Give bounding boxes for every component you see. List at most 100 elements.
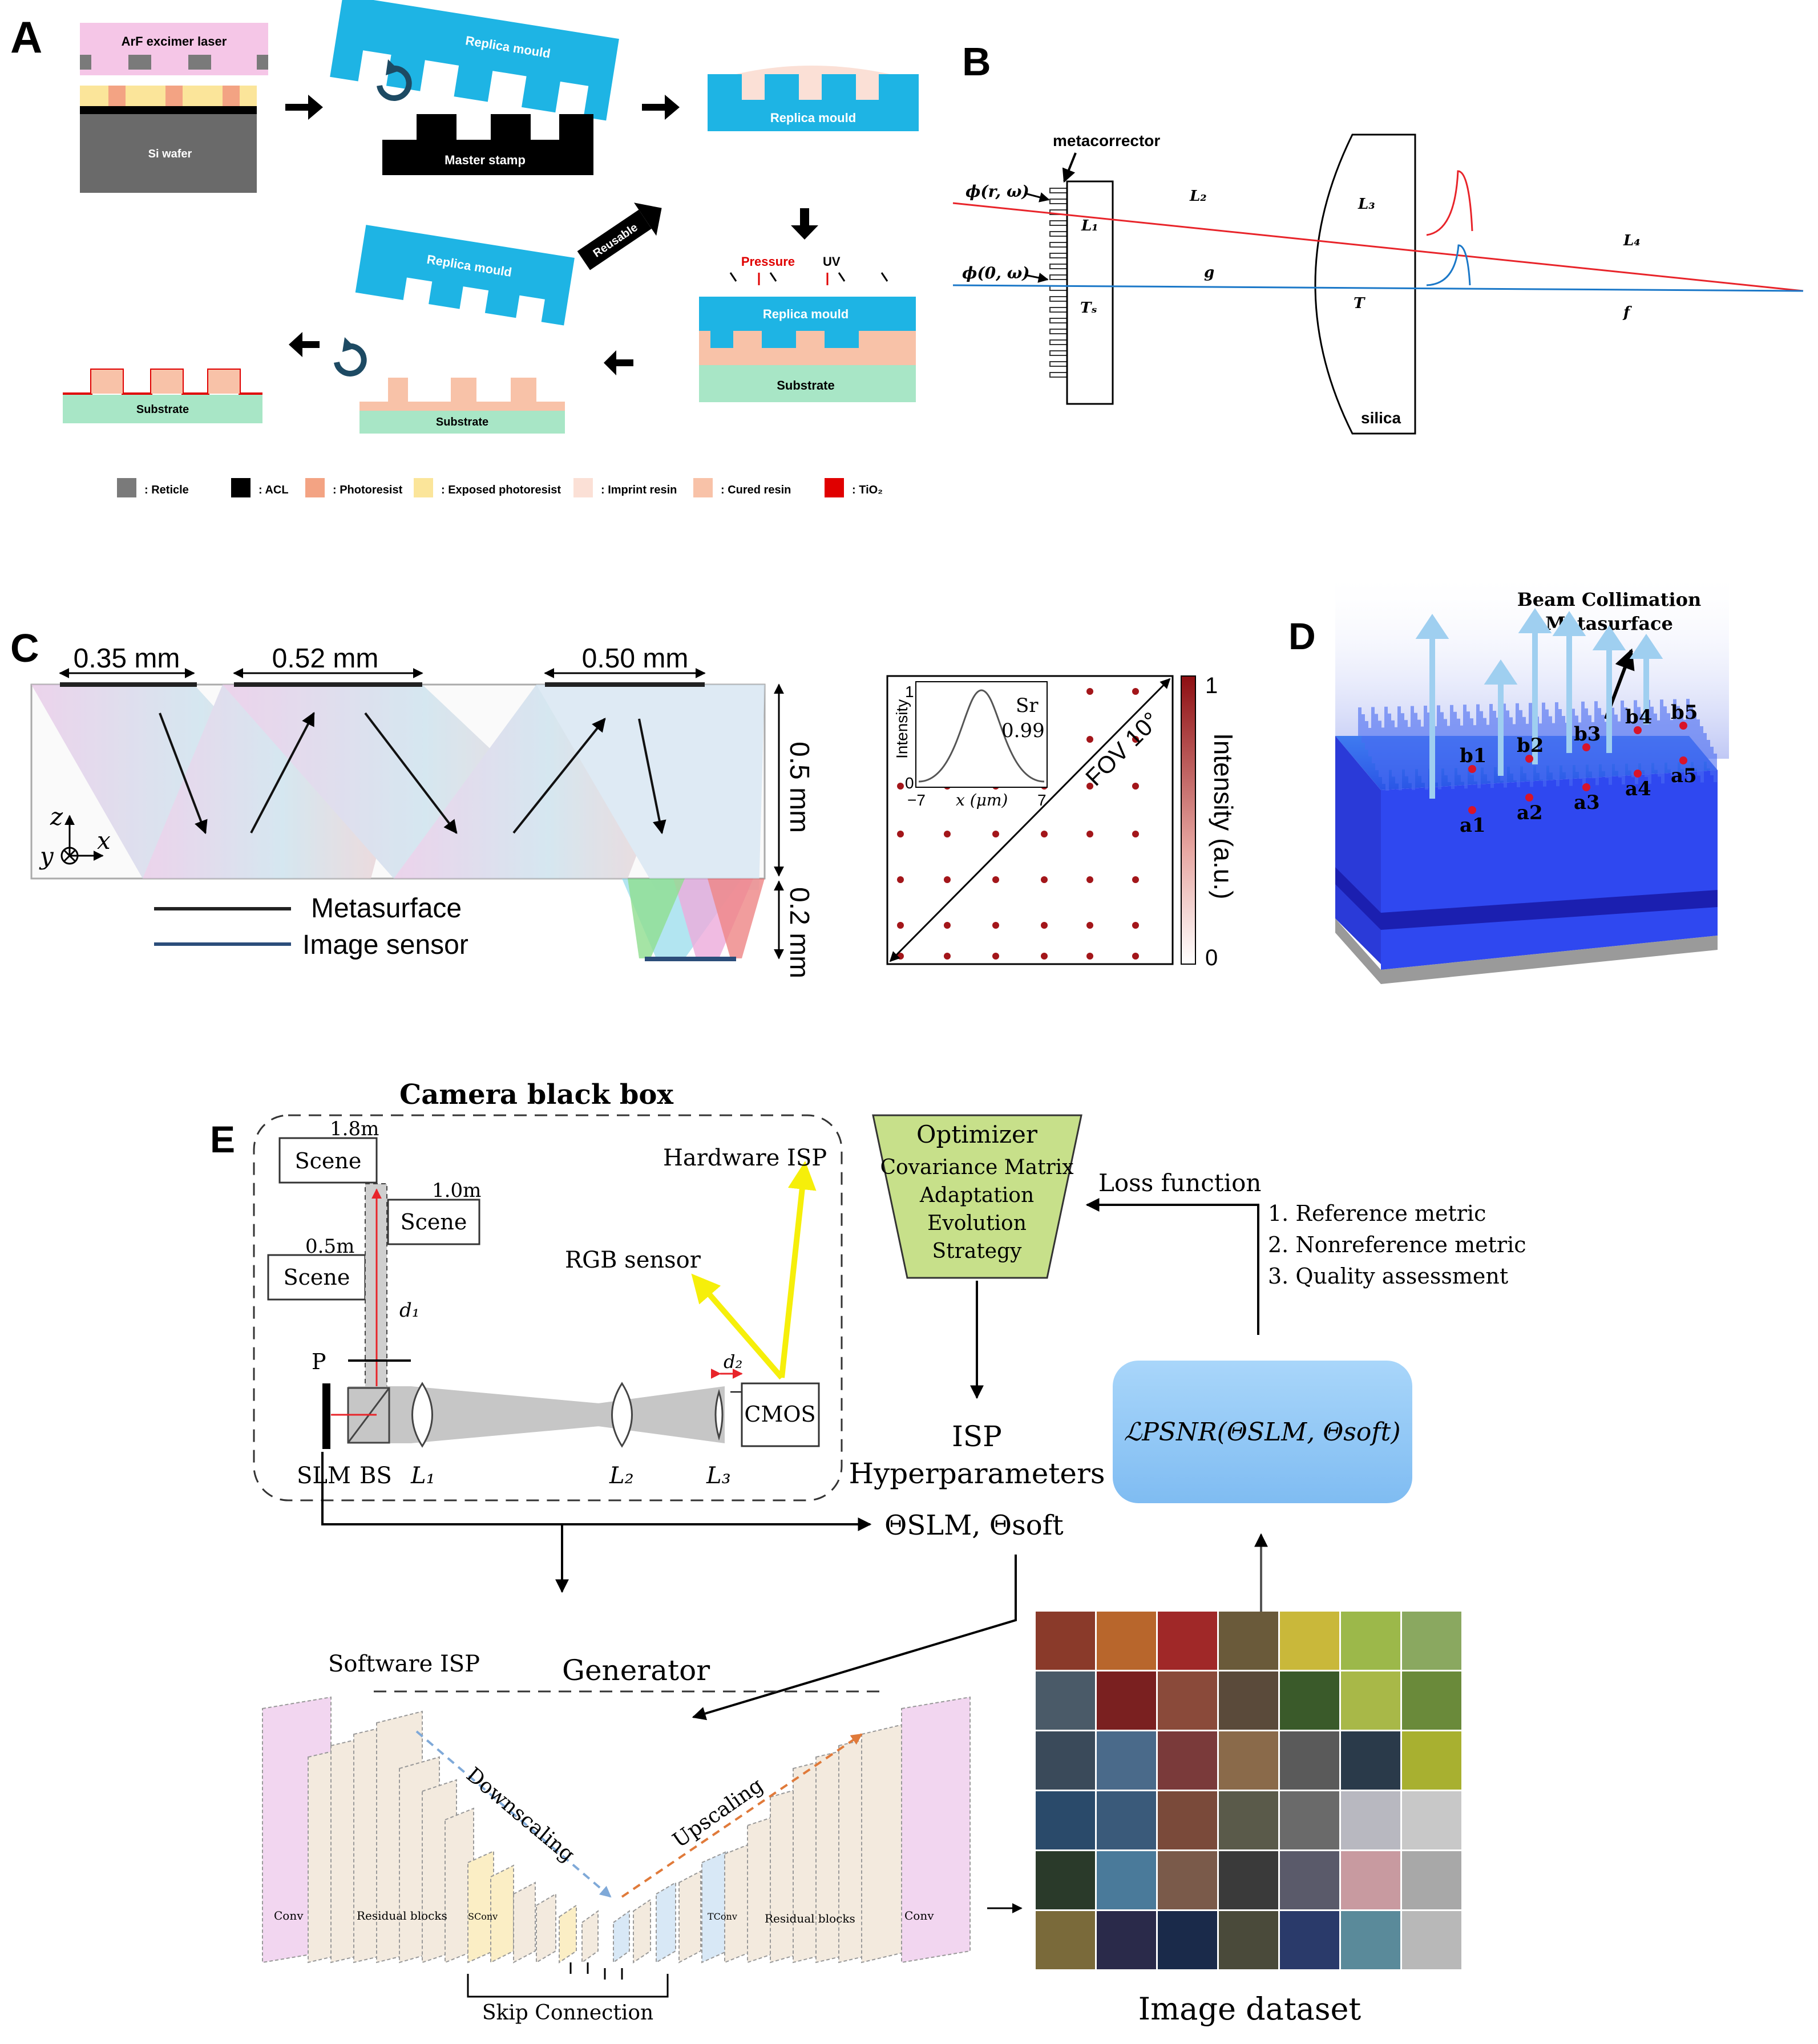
- loss-function-label: Loss function: [1098, 1169, 1261, 1197]
- unet-layer: [901, 1696, 971, 1964]
- d-title-1: Beam Collimation: [1517, 589, 1702, 610]
- point-a: [1582, 783, 1590, 791]
- red-pulse: [1426, 170, 1473, 236]
- axis-z-label: z: [50, 803, 63, 831]
- dataset-thumbnail: [1341, 1791, 1400, 1849]
- colorbar-max: 1: [1205, 673, 1218, 698]
- panel-d-letter: D: [1288, 615, 1316, 657]
- spot: [897, 876, 904, 883]
- point-b: [1582, 743, 1590, 751]
- spot: [1086, 953, 1093, 960]
- legend-label: : Reticle: [144, 484, 189, 496]
- scene-mid-label: Scene: [401, 1209, 467, 1235]
- dataset-thumbnail: [1097, 1731, 1156, 1790]
- dataset-thumbnail: [1036, 1671, 1095, 1730]
- replica-right-label: Replica mould: [770, 111, 856, 125]
- sr-value: 0.99: [1001, 719, 1045, 742]
- collimated-beams: [1415, 608, 1663, 799]
- axial-ray: [952, 284, 1804, 292]
- spot: [1132, 922, 1139, 929]
- lens-l2-icon: [611, 1382, 633, 1448]
- panel-e-letter: E: [210, 1118, 235, 1160]
- legend-swatch: [117, 478, 136, 497]
- dataset-thumbnail: [1219, 1791, 1278, 1849]
- lithography-stack: ArF excimer laser Si wafer: [80, 23, 268, 193]
- dataset-thumbnail: [1158, 1671, 1217, 1730]
- dataset-thumbnail: [1158, 1791, 1217, 1849]
- unet-layer: [656, 1881, 676, 1964]
- optimizer-line-3: Evolution: [927, 1212, 1027, 1235]
- point-a: [1679, 756, 1687, 764]
- b-ts-label: Tₛ: [1080, 299, 1097, 317]
- point-a-label: a4: [1625, 778, 1651, 800]
- axis-x-label: x: [97, 827, 111, 855]
- arrow-down-icon: [791, 208, 818, 240]
- loss-formula: ℒPSNR(ΘSLM, Θsoft): [1124, 1418, 1401, 1447]
- tconv-label: TConv: [708, 1911, 737, 1922]
- master-stamp-label: Master stamp: [445, 153, 526, 167]
- point-b: [1634, 726, 1642, 734]
- dataset-thumbnail: [1036, 1731, 1095, 1790]
- substrate-press-label: Substrate: [777, 378, 834, 392]
- scene-near-label: Scene: [284, 1265, 350, 1290]
- dataset-thumbnail: [1280, 1851, 1339, 1909]
- unet-layer: [678, 1870, 701, 1964]
- b-l1-label: L₁: [1081, 217, 1098, 234]
- ray-bundles: [31, 685, 765, 958]
- dist-05: 0.5m: [305, 1235, 354, 1258]
- colorbar-label: Intensity (a.u.): [1209, 733, 1238, 899]
- master-stamp: Master stamp: [382, 114, 593, 175]
- dataset-thumbnail: [1341, 1731, 1400, 1790]
- spot: [1132, 688, 1139, 695]
- arrow-a1-icon: [285, 95, 323, 120]
- dataset-thumbnail: [1341, 1851, 1400, 1909]
- wafer-label: Si wafer: [148, 148, 192, 160]
- sr-label: Sr: [1016, 694, 1039, 717]
- phi-0-label: ϕ(0, ω): [962, 264, 1030, 282]
- rgb-sensor-label: RGB sensor: [565, 1247, 701, 1273]
- point-b-label: b3: [1574, 723, 1601, 746]
- camera-black-box: [253, 1114, 843, 1501]
- spot: [944, 953, 951, 960]
- dataset-thumbnail: [1097, 1612, 1156, 1670]
- dataset-thumbnail: [1097, 1791, 1156, 1849]
- inset-plot: [915, 681, 1048, 788]
- spot: [897, 831, 904, 837]
- software-isp-label: Software ISP: [328, 1651, 480, 1677]
- point-b-label: b4: [1625, 706, 1652, 728]
- dim3-label: 0.50 mm: [582, 643, 689, 674]
- generator-label: Generator: [562, 1654, 710, 1687]
- spot: [1086, 831, 1093, 837]
- optimizer-line-1: Covariance Matrix: [880, 1156, 1073, 1179]
- isp-label-2: Hyperparameters: [849, 1457, 1105, 1490]
- conv-left-label: Conv: [274, 1909, 304, 1922]
- unet-layer: [467, 1850, 494, 1964]
- spot: [1132, 783, 1139, 790]
- reusable-arrow: Reusable: [577, 203, 662, 270]
- panel-a-letter: A: [10, 12, 42, 62]
- metacorrector-label: metacorrector: [1053, 132, 1160, 149]
- dist-10: 1.0m: [432, 1179, 481, 1202]
- legend-label: : Photoresist: [333, 484, 403, 496]
- spot: [1132, 876, 1139, 883]
- spot: [1086, 736, 1093, 743]
- unet-layer: [861, 1722, 911, 1964]
- legend-label: : Cured resin: [721, 484, 791, 496]
- unet-layer: [559, 1904, 577, 1964]
- dataset-thumbnail: [1219, 1731, 1278, 1790]
- axis-y-label: y: [39, 842, 54, 870]
- dist-18: 1.8m: [330, 1118, 379, 1140]
- residual-right-label: Residual blocks: [765, 1912, 855, 1925]
- image-dataset-grid: [1036, 1612, 1461, 1969]
- optimizer-line-4: Strategy: [932, 1240, 1023, 1263]
- point-b-label: b5: [1671, 701, 1698, 724]
- dataset-thumbnail: [1097, 1851, 1156, 1909]
- unet-generator: [262, 1696, 971, 1964]
- spot: [992, 922, 999, 929]
- axes-icon: [60, 815, 104, 865]
- dim2-label: 0.52 mm: [272, 643, 379, 674]
- theta-label: ΘSLM, Θsoft: [884, 1509, 1064, 1541]
- panel-a-legend: : Reticle: ACL: Photoresist: Exposed pho…: [117, 478, 883, 497]
- arrow-a2-icon: [642, 95, 680, 120]
